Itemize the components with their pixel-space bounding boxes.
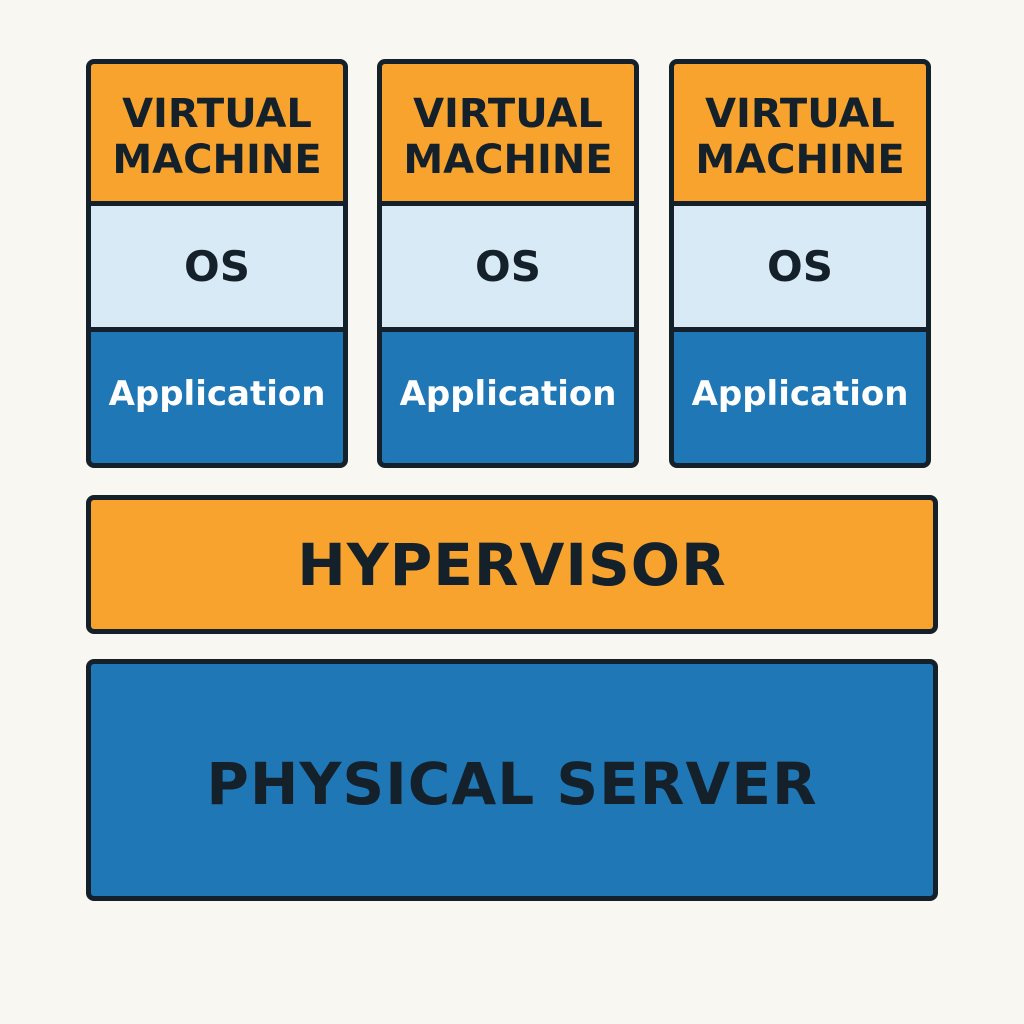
vm-title-line2: MACHINE	[695, 136, 905, 183]
vm-title-line1: VIRTUAL	[413, 90, 603, 137]
virtual-machine-1: VIRTUAL MACHINE OS Application	[86, 59, 348, 468]
vm-application-layer: Application	[399, 373, 617, 414]
vm-os-layer: OS	[91, 206, 343, 332]
virtual-machine-2: VIRTUAL MACHINE OS Application	[377, 59, 639, 468]
vm-os-layer: OS	[674, 206, 926, 332]
vm-application-layer: Application	[691, 373, 909, 414]
virtual-machine-3: VIRTUAL MACHINE OS Application	[669, 59, 931, 468]
vm-title-line2: MACHINE	[403, 136, 613, 183]
vm-title-block: VIRTUAL MACHINE	[674, 64, 926, 206]
vm-title-line1: VIRTUAL	[705, 90, 895, 137]
vm-os-layer: OS	[382, 206, 634, 332]
physical-server-layer: PHYSICAL SERVER	[86, 659, 938, 901]
vm-title-line1: VIRTUAL	[122, 90, 312, 137]
vm-title-block: VIRTUAL MACHINE	[382, 64, 634, 206]
vm-application-layer: Application	[108, 373, 326, 414]
vm-title-line2: MACHINE	[112, 136, 322, 183]
hypervisor-layer: HYPERVISOR	[86, 495, 938, 634]
vm-title-block: VIRTUAL MACHINE	[91, 64, 343, 206]
